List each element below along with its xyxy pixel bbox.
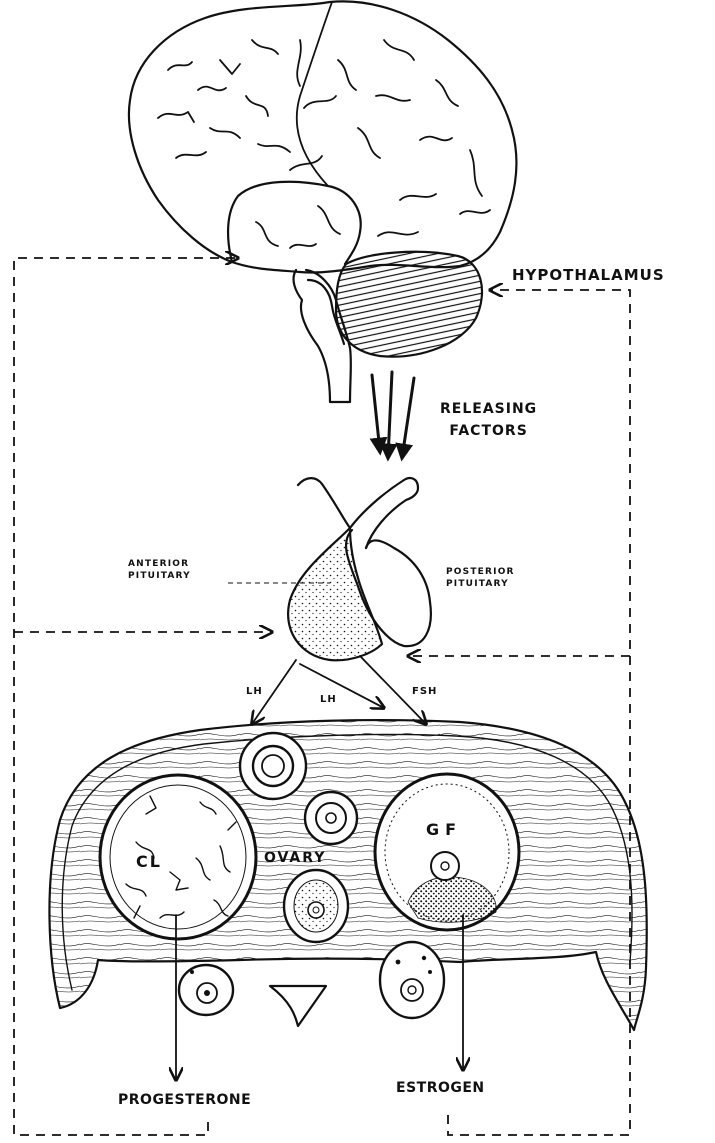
follicle-bottom-right	[380, 942, 444, 1018]
ovary-illustration	[49, 720, 646, 1030]
anterior-pituitary-label: ANTERIOR PITUITARY	[128, 558, 191, 582]
releasing-factors-label: RELEASING FACTORS	[440, 398, 537, 442]
anterior-pituitary	[288, 528, 382, 660]
brain-illustration	[129, 1, 517, 402]
posterior-pituitary-line1: POSTERIOR	[446, 566, 515, 578]
releasing-factors-line1: RELEASING	[440, 398, 537, 420]
hypothalamus-label: HYPOTHALAMUS	[512, 266, 665, 284]
releasing-factors-line2: FACTORS	[440, 420, 537, 442]
anterior-pituitary-line1: ANTERIOR	[128, 558, 191, 570]
lh-middle-label: LH	[320, 694, 337, 705]
secondary-follicle	[284, 870, 348, 942]
cerebellum	[336, 252, 482, 357]
brain-gyri	[158, 2, 490, 248]
primary-follicle-right	[305, 792, 357, 844]
corpus-luteum	[100, 775, 256, 939]
cerebrum-outline	[129, 1, 517, 272]
ovary-label: OVARY	[264, 850, 326, 866]
gonadotropin-arrows	[252, 656, 426, 724]
posterior-pituitary-line2: PITUITARY	[446, 578, 515, 590]
temporal-lobe-line	[228, 182, 361, 264]
anterior-pituitary-line2: PITUITARY	[128, 570, 191, 582]
posterior-pituitary-label: POSTERIOR PITUITARY	[446, 566, 515, 590]
graafian-follicle-label: GF	[426, 820, 462, 839]
follicle-bottom-left	[179, 965, 233, 1015]
lh-left-label: LH	[246, 686, 263, 697]
primary-follicle-top	[240, 733, 306, 799]
estrogen-label: ESTROGEN	[396, 1080, 485, 1096]
degenerating-follicle	[270, 986, 326, 1026]
corpus-luteum-label: CL	[136, 852, 162, 871]
pituitary-illustration	[288, 478, 431, 660]
releasing-factor-arrows	[372, 372, 414, 458]
oocyte	[431, 852, 459, 880]
fsh-label: FSH	[412, 686, 437, 697]
pituitary-stalk	[298, 478, 418, 548]
progesterone-label: PROGESTERONE	[118, 1092, 251, 1108]
